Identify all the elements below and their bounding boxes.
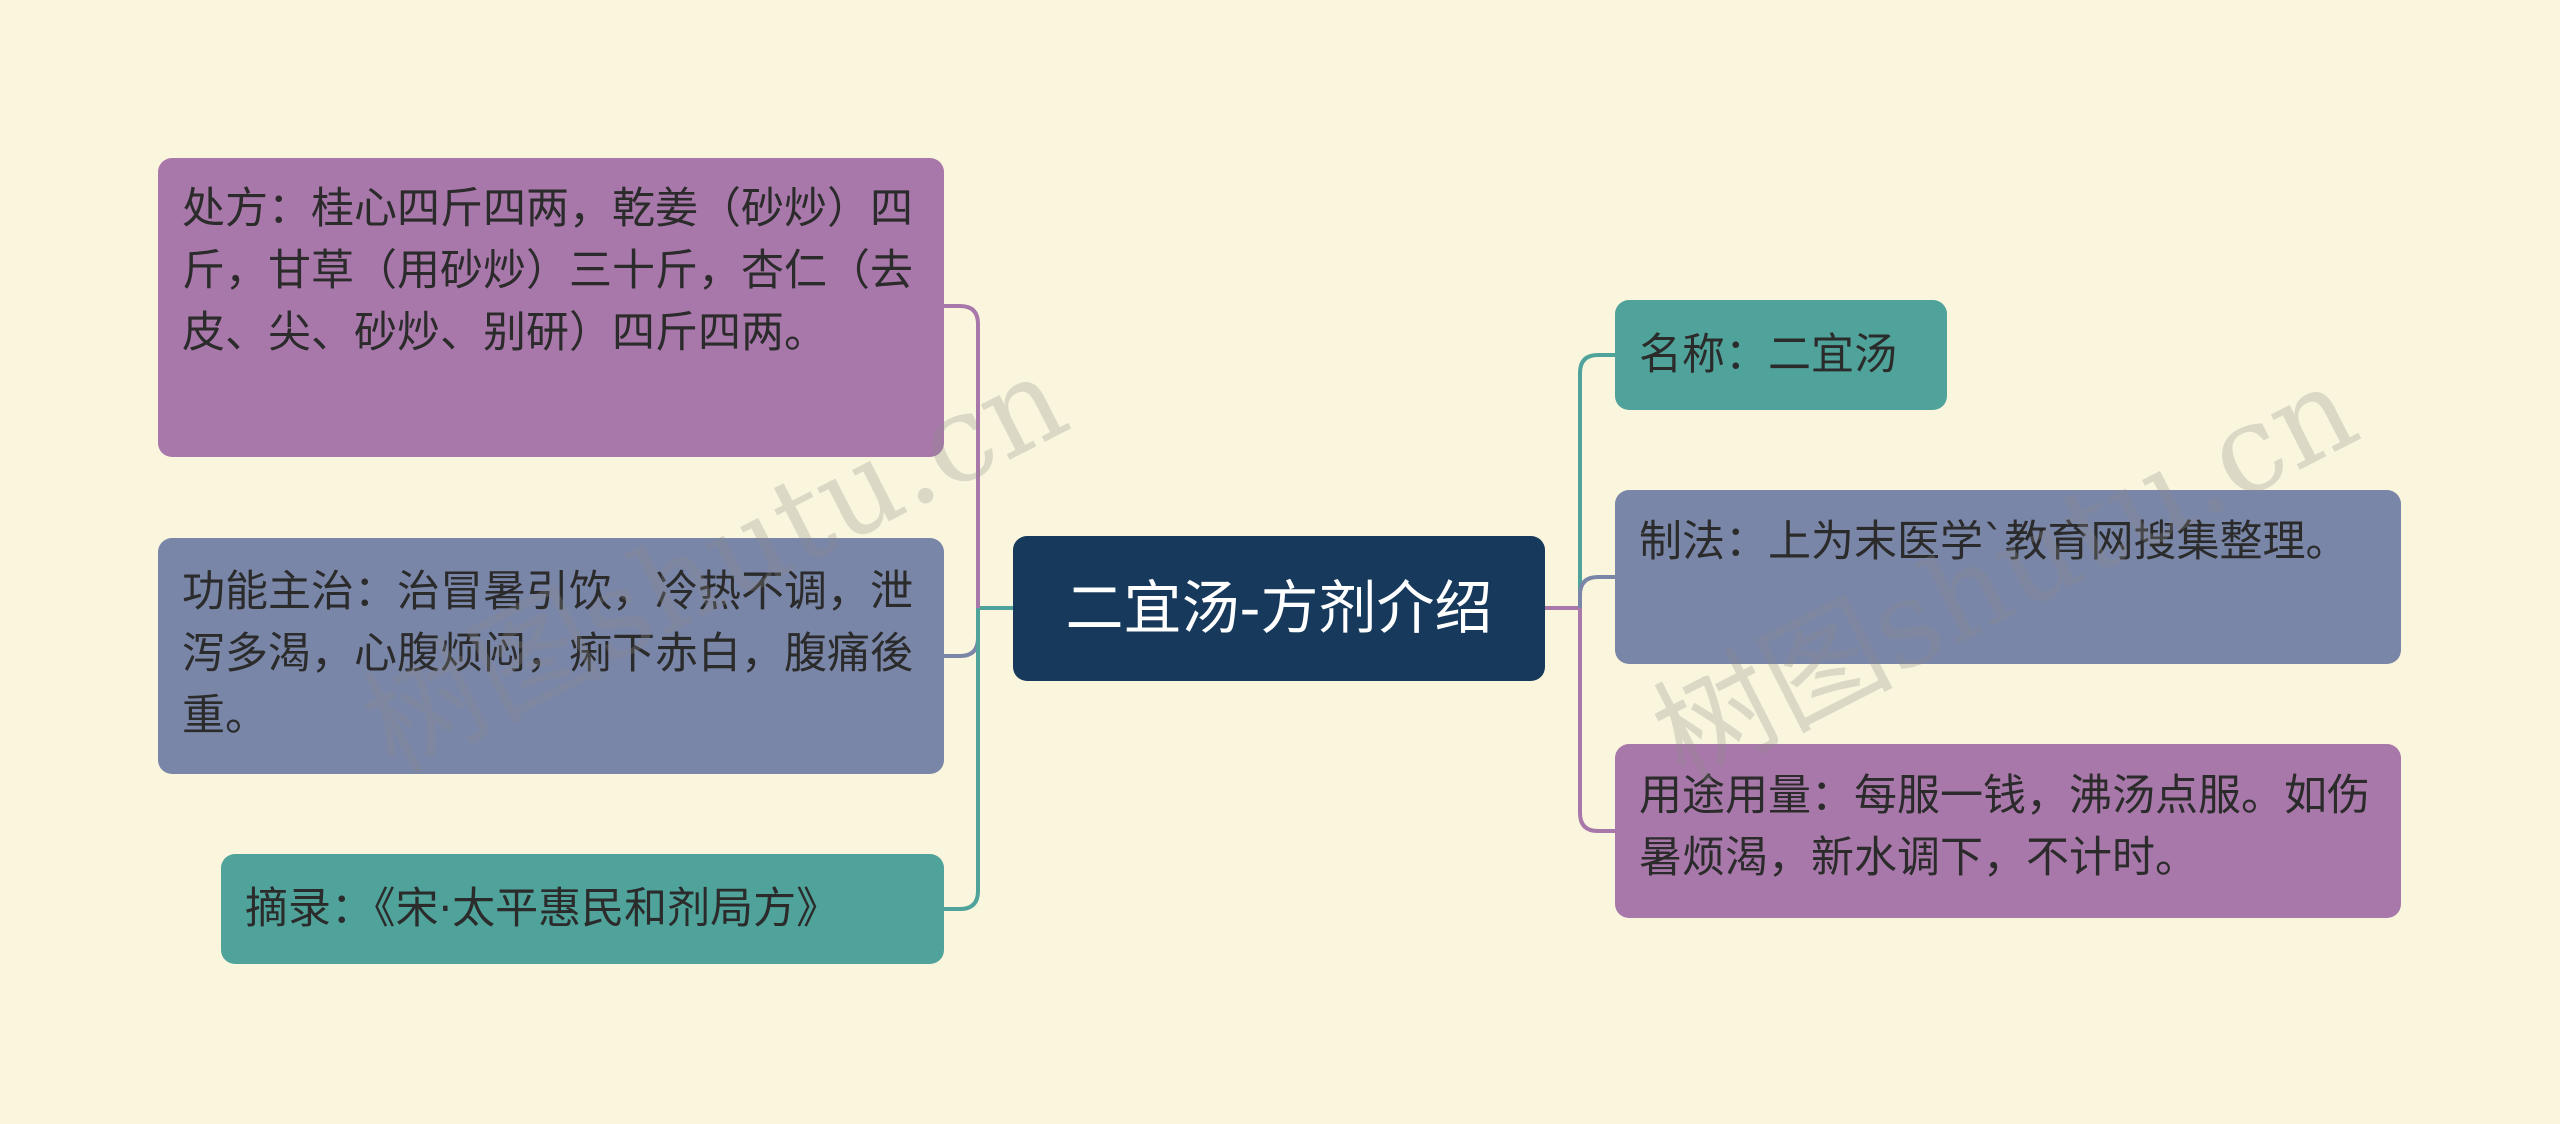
branch-excerpt-label: 摘录：《宋·太平惠民和剂局方》 [245, 884, 840, 934]
connector-right-name [1578, 353, 1615, 608]
central-topic[interactable]: 二宜汤-方剂介绍 [1013, 536, 1545, 681]
branch-usage-label: 用途用量：每服一钱，沸汤点服。如伤暑烦渴，新水调下，不计时。 [1639, 771, 2370, 883]
branch-preparation-label: 制法：上为末医学`教育网搜集整理。 [1639, 517, 2349, 567]
connector-left-prescription [944, 304, 980, 608]
central-topic-label: 二宜汤-方剂介绍 [1065, 574, 1493, 642]
branch-prescription[interactable]: 处方：桂心四斤四两，乾姜（砂炒）四斤，甘草（用砂炒）三十斤，杏仁（去皮、尖、砂炒… [158, 158, 944, 457]
connector-right-preparation [1578, 575, 1615, 608]
branch-name-label: 名称：二宜汤 [1639, 330, 1897, 380]
connector-left-excerpt [944, 608, 980, 911]
branch-excerpt[interactable]: 摘录：《宋·太平惠民和剂局方》 [221, 854, 944, 964]
branch-prescription-label: 处方：桂心四斤四两，乾姜（砂炒）四斤，甘草（用砂炒）三十斤，杏仁（去皮、尖、砂炒… [182, 184, 913, 358]
branch-preparation[interactable]: 制法：上为末医学`教育网搜集整理。 [1615, 490, 2401, 664]
branch-function[interactable]: 功能主治：治冒暑引饮，冷热不调，泄泻多渴，心腹烦闷，痢下赤白，腹痛後重。 [158, 538, 944, 774]
branch-name[interactable]: 名称：二宜汤 [1615, 300, 1947, 410]
branch-function-label: 功能主治：治冒暑引饮，冷热不调，泄泻多渴，心腹烦闷，痢下赤白，腹痛後重。 [182, 567, 913, 741]
connector-right-usage [1578, 608, 1615, 833]
connector-left-function [944, 608, 980, 658]
branch-usage[interactable]: 用途用量：每服一钱，沸汤点服。如伤暑烦渴，新水调下，不计时。 [1615, 744, 2401, 918]
